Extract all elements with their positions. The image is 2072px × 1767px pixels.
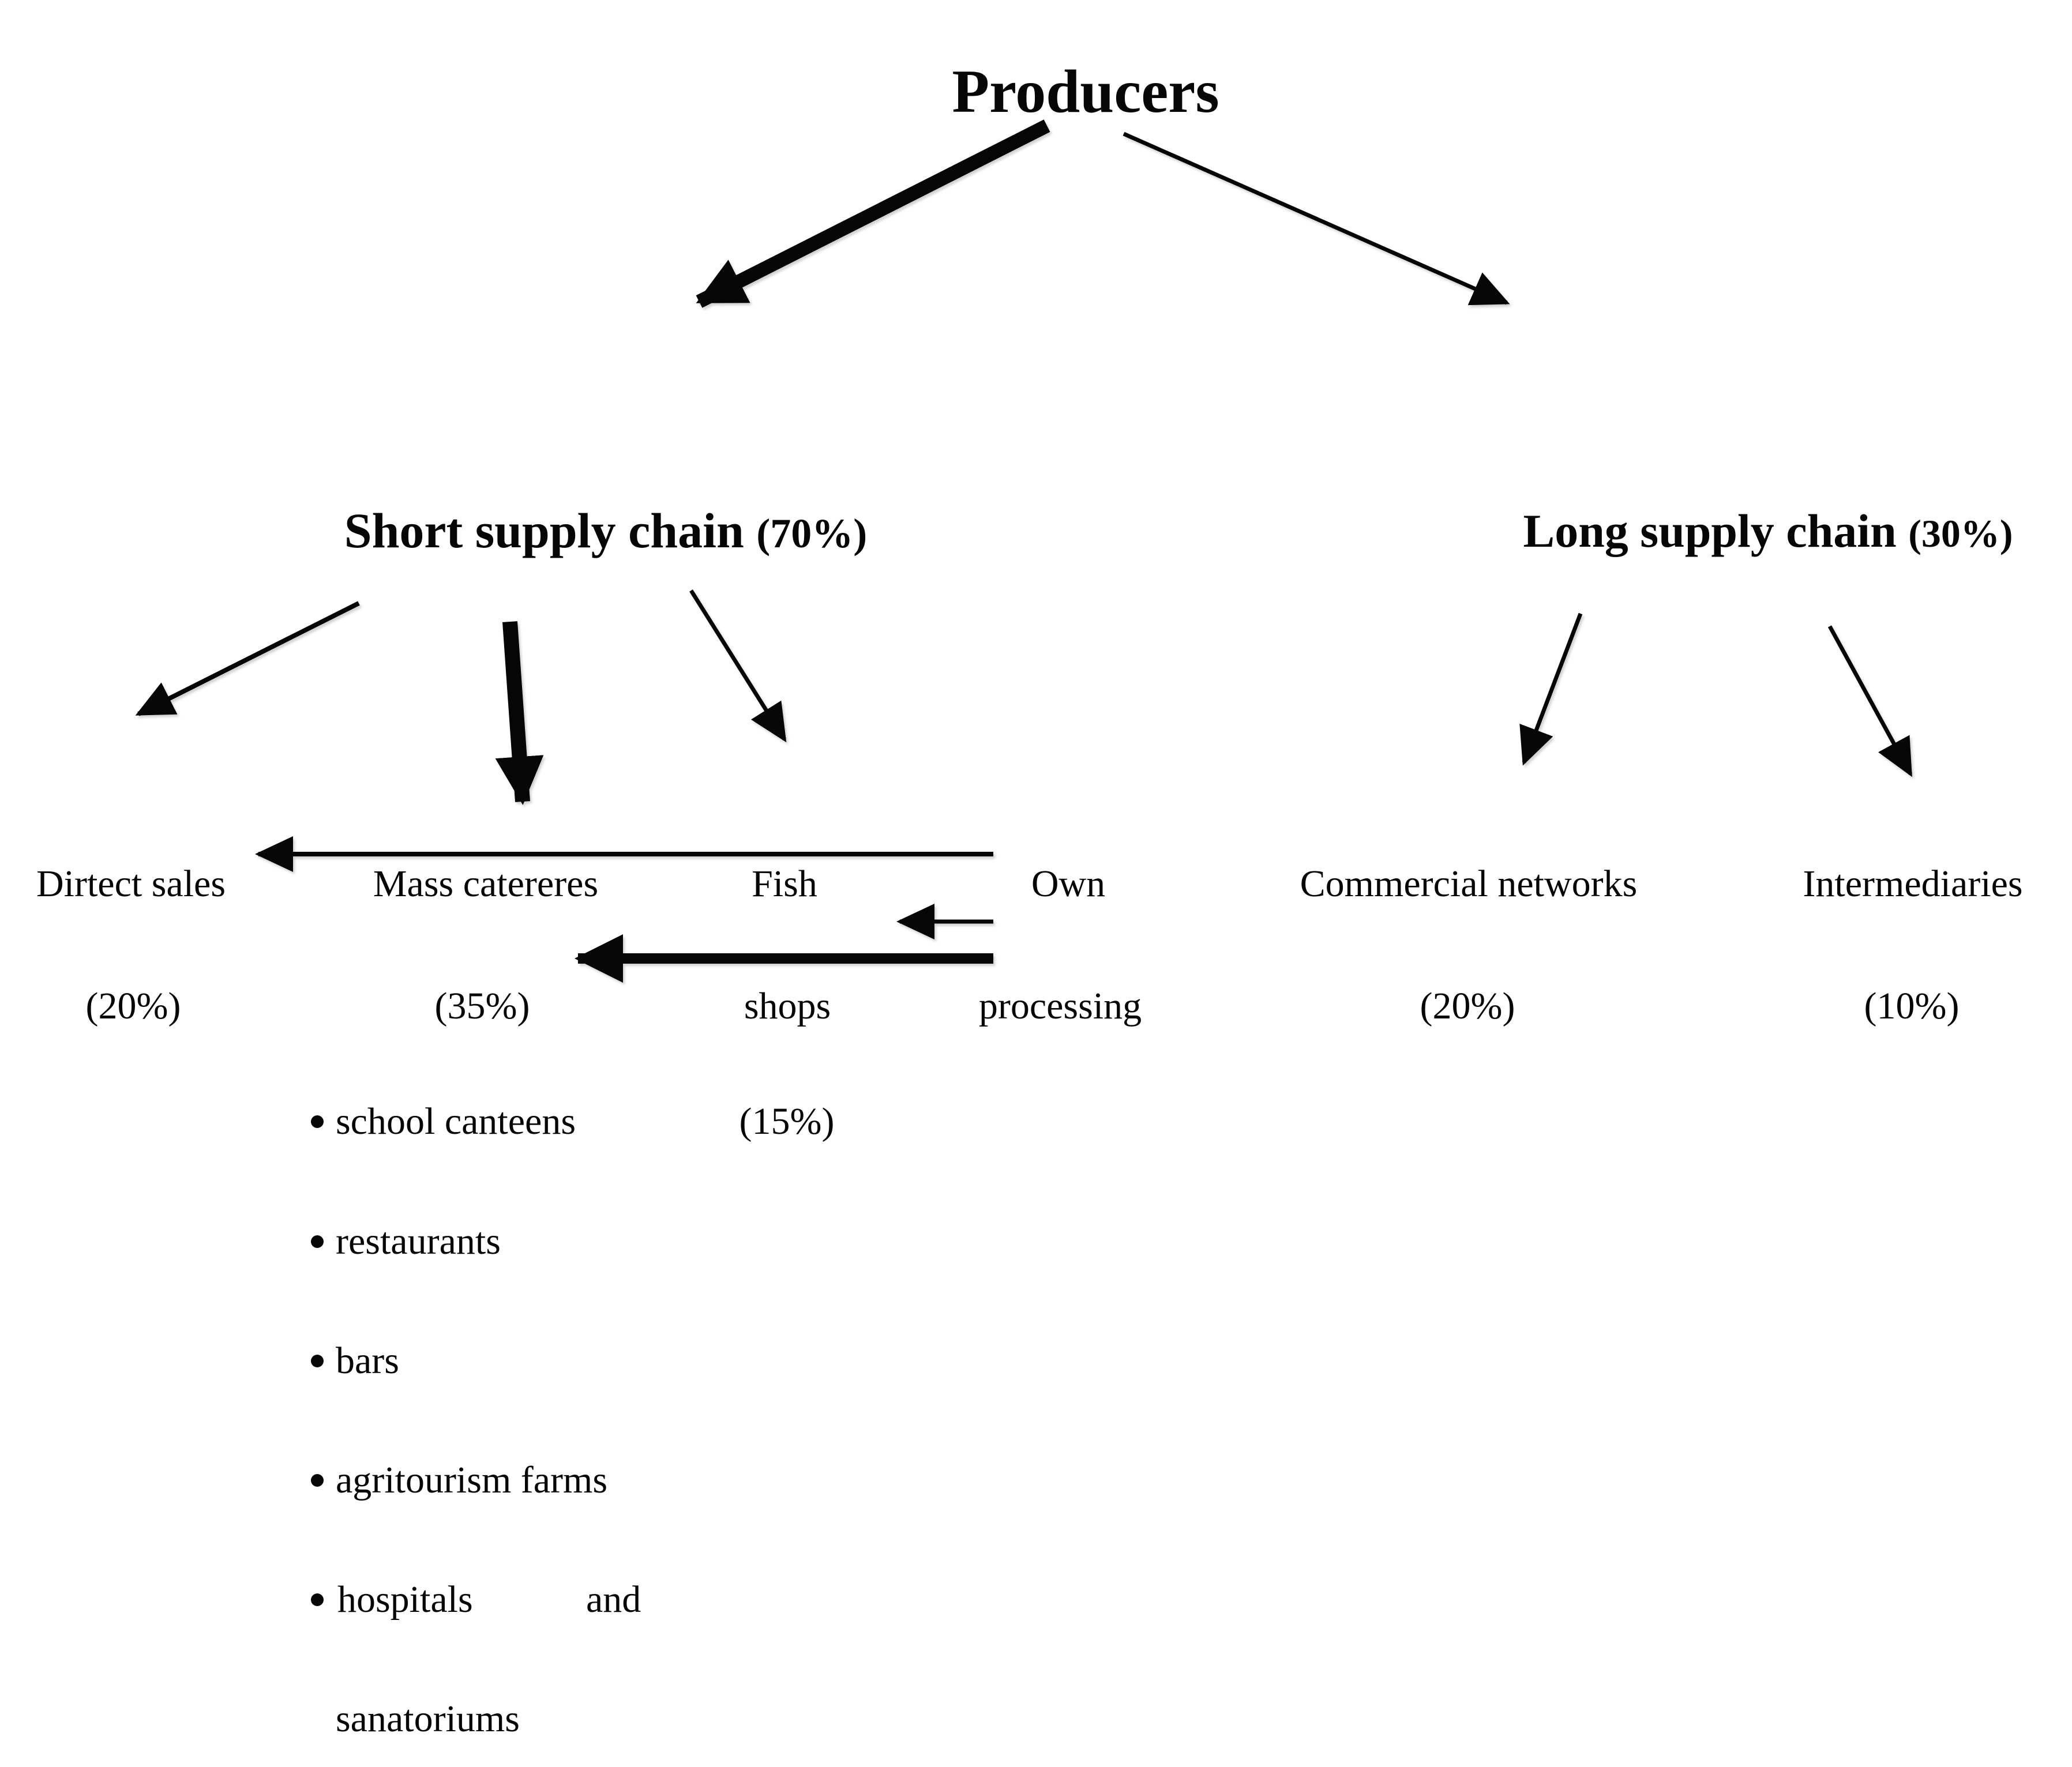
list-item-school-canteens: school canteens (336, 1100, 576, 1142)
arrow-long-chain-to-intermediaries (1827, 625, 1913, 777)
list-item-hospitals: hospitals (337, 1578, 473, 1621)
long-supply-chain-share: (30%) (1908, 512, 2013, 555)
bullet-icon (311, 1355, 324, 1367)
intermediaries-label: Intermediaries (1803, 863, 2023, 905)
list-item-restaurants: restaurants (336, 1220, 501, 1262)
own-processing-label-line1: Own (1031, 863, 1106, 905)
short-supply-chain-label: Short supply chain (344, 503, 744, 558)
own-processing-label-line2: processing (978, 985, 1142, 1027)
fish-shops-share: (15%) (739, 1100, 835, 1142)
long-supply-chain-label: Long supply chain (1523, 505, 1897, 557)
direct-sales-label: Dirtect sales (36, 863, 226, 905)
fish-shops-label-line1: Fish (752, 863, 817, 905)
list-item-hospitals-and: and (586, 1578, 641, 1621)
fish-shops-label-line2: shops (744, 985, 831, 1027)
short-supply-chain-node: Short supply chain (70%) (344, 506, 868, 555)
list-item-bars: bars (336, 1340, 399, 1382)
intermediaries-share: (10%) (1864, 985, 1960, 1027)
arrow-producers-to-long-chain (1123, 131, 1510, 306)
commercial-networks-label: Commercial networks (1300, 863, 1638, 905)
bullet-icon (311, 1235, 324, 1248)
list-item-sanatoriums: sanatoriums (336, 1698, 520, 1740)
arrow-long-chain-to-commercial-networks (1519, 612, 1583, 766)
mass-caterers-share: (35%) (434, 985, 530, 1027)
arrow-short-chain-to-mass-caterers (495, 621, 544, 805)
short-supply-chain-share: (70%) (756, 510, 868, 557)
arrow-producers-to-short-chain (696, 119, 1050, 308)
mass-caterers-label: Mass catereres (373, 863, 599, 905)
long-supply-chain-node: Long supply chain (30%) (1523, 507, 2013, 555)
producers-node: Producers (952, 58, 1219, 125)
bullet-icon (311, 1474, 324, 1487)
bullet-icon (311, 1115, 324, 1128)
list-item-agritourism-farms: agritourism farms (336, 1459, 608, 1501)
arrow-short-chain-to-fish-shops (689, 589, 787, 743)
arrow-short-chain-to-direct-sales (135, 601, 360, 716)
direct-sales-share: (20%) (85, 985, 181, 1027)
commercial-networks-share: (20%) (1420, 985, 1515, 1027)
bullet-icon (311, 1593, 324, 1606)
